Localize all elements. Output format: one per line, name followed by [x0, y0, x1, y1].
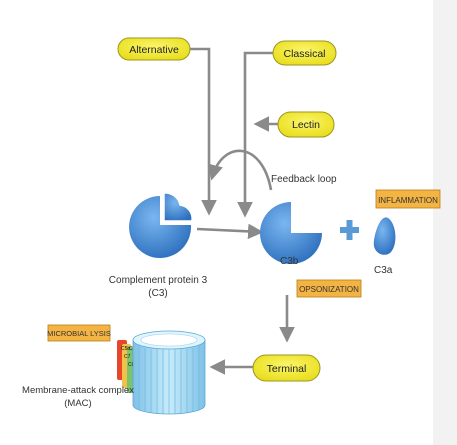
c6-label: C6 — [129, 346, 136, 352]
plus-icon — [340, 220, 359, 240]
pill-lectin: Lectin — [277, 111, 335, 138]
feedback-loop-label: Feedback loop — [271, 174, 337, 185]
c3b-label: C3b — [280, 256, 299, 267]
c3a-label: C3a — [374, 265, 393, 276]
right-edge-band — [433, 0, 457, 445]
pill-terminal: Terminal — [252, 354, 321, 382]
c3-label-line2: (C3) — [148, 288, 167, 299]
inflammation-label: INFLAMMATION — [378, 196, 438, 205]
c7-label: C7 — [124, 354, 131, 360]
opsonization-label: OPSONIZATION — [299, 285, 359, 294]
c8-label: C8 — [128, 362, 135, 368]
microbial-lysis-box: MICROBIAL LYSIS — [47, 324, 111, 342]
opsonization-box: OPSONIZATION — [296, 279, 362, 298]
microbial-lysis-label: MICROBIAL LYSIS — [47, 329, 111, 338]
mac-label-line2: (MAC) — [64, 398, 91, 409]
pill-alternative-label: Alternative — [129, 44, 179, 56]
pill-terminal-label: Terminal — [267, 363, 307, 375]
c3b-protein-icon — [260, 202, 322, 264]
arrow-feedback-loop — [207, 149, 273, 191]
inflammation-box: INFLAMMATION — [375, 189, 441, 209]
c5b-label: C5b — [121, 346, 130, 352]
pill-lectin-label: Lectin — [292, 119, 320, 131]
mac-label-line1: Membrane-attack complex — [22, 385, 134, 396]
mac-complex-icon: C5b C6 C7 C8 — [117, 330, 206, 415]
arrow-alternative — [190, 47, 217, 216]
pill-alternative: Alternative — [117, 37, 191, 61]
c3-label-line1: Complement protein 3 — [109, 275, 208, 286]
arrow-classical — [237, 51, 273, 218]
arrows — [190, 47, 295, 375]
pill-classical-label: Classical — [283, 48, 325, 60]
c3a-protein-icon — [373, 217, 396, 255]
pill-classical: Classical — [272, 40, 337, 66]
arrow-c3-to-c3b — [196, 223, 264, 240]
c3-protein-icon — [129, 192, 193, 258]
